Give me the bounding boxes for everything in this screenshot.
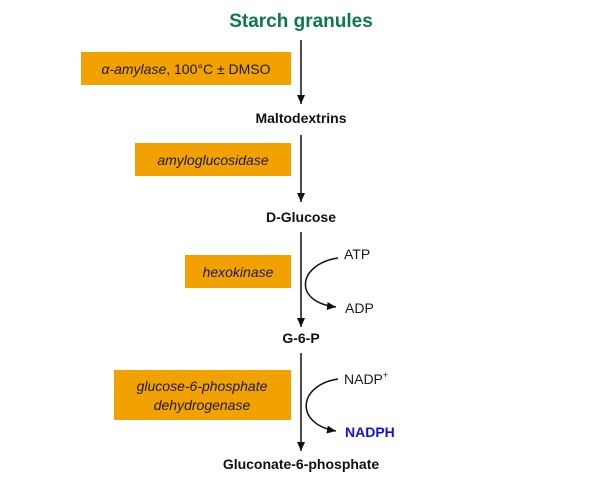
enzyme-box-amyloglucosidase xyxy=(135,143,291,176)
enzyme-amylase-condition: , 100°C ± DMSO xyxy=(166,61,270,77)
enzyme-amylase-prefix: α- xyxy=(101,61,114,77)
curved-arrow-atp-to-adp xyxy=(304,257,339,310)
enzyme-label-hexokinase: hexokinase xyxy=(203,264,274,280)
cofactor-nadp-superscript: + xyxy=(383,370,388,380)
cofactor-atp: ATP xyxy=(344,246,370,262)
node-g6p: G-6-P xyxy=(282,330,319,346)
enzyme-label-amylase: α-amylase, 100°C ± DMSO xyxy=(101,61,270,77)
enzyme-label-g6pdh-line2: dehydrogenase xyxy=(154,397,251,413)
enzyme-box-hexokinase xyxy=(185,255,291,288)
cofactor-nadp: NADP+ xyxy=(344,370,388,387)
enzyme-label-g6pdh-line1: glucose-6-phosphate xyxy=(137,378,268,394)
cofactor-nadp-base: NADP xyxy=(344,371,383,387)
enzyme-amylase-name: amylase xyxy=(114,61,166,77)
curved-arrow-nadp-to-nadph xyxy=(305,378,339,434)
cofactor-adp: ADP xyxy=(345,300,374,316)
enzyme-box-amylase xyxy=(81,52,291,85)
diagram-title: Starch granules xyxy=(229,11,373,32)
node-d-glucose: D-Glucose xyxy=(266,209,336,225)
node-gluconate-6-phosphate: Gluconate-6-phosphate xyxy=(223,456,380,472)
node-maltodextrins: Maltodextrins xyxy=(255,110,346,126)
enzyme-label-amyloglucosidase: amyloglucosidase xyxy=(157,152,268,168)
enzyme-box-g6pdh xyxy=(114,370,291,420)
cofactor-nadph: NADPH xyxy=(345,424,395,440)
